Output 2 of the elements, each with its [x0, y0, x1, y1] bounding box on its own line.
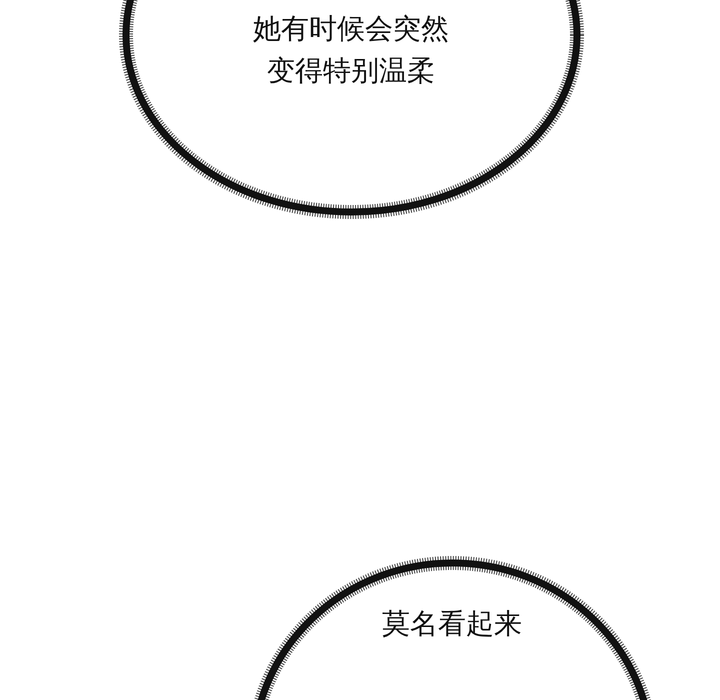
speech-text: 她有时候会突然变得特别温柔: [252, 11, 450, 89]
speech-text: 莫名看起来: [381, 606, 523, 642]
